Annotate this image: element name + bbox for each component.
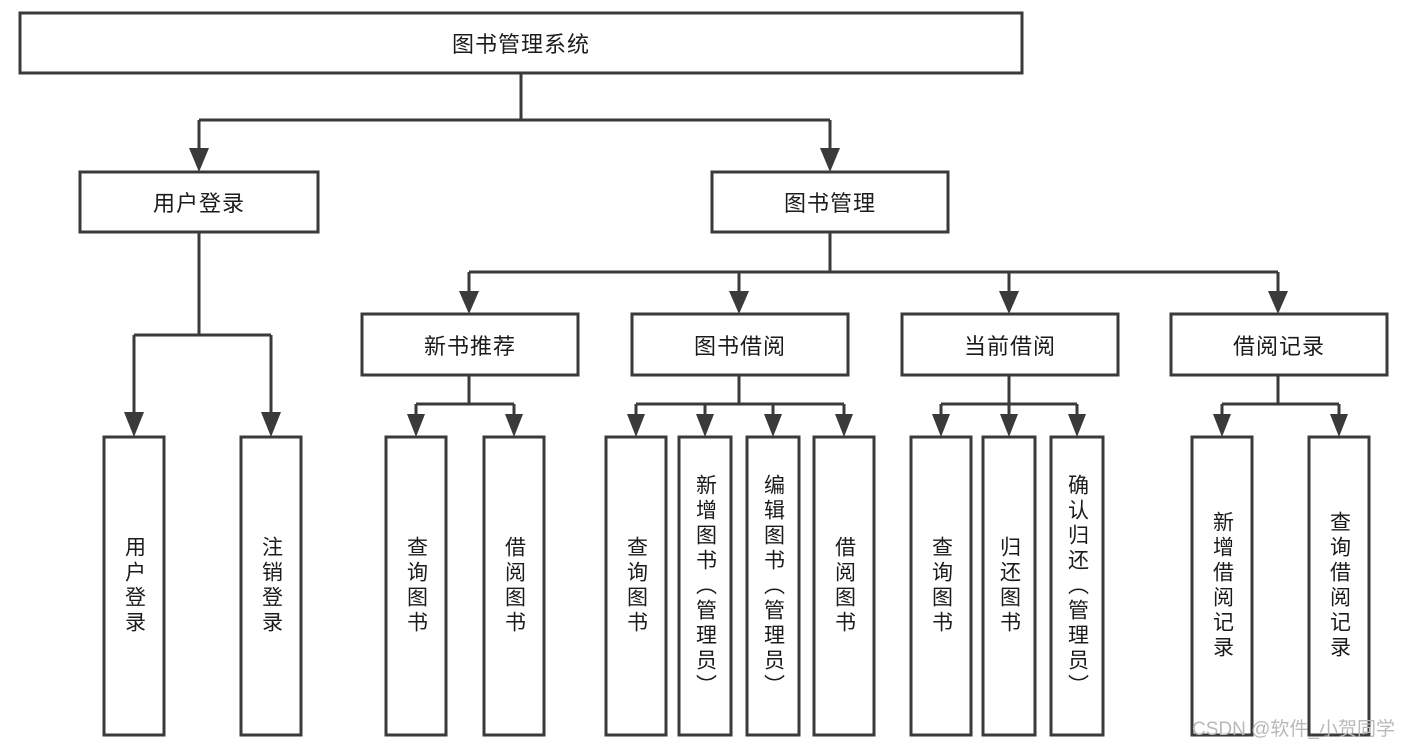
node-box-borrow-record[interactable] (1169, 312, 1389, 377)
arrow-to-leaf-borrow-book-1 (505, 414, 523, 437)
node-box-book-management[interactable] (710, 170, 950, 234)
node-box-leaf-query-record[interactable] (1307, 435, 1371, 737)
node-box-leaf-borrow-book-2[interactable] (812, 435, 876, 737)
node-box-leaf-query-book-3[interactable] (909, 435, 973, 737)
node-box-leaf-borrow-book-1[interactable] (482, 435, 546, 737)
node-box-leaf-return-book[interactable] (981, 435, 1037, 737)
arrow-to-leaf-add-record (1213, 414, 1231, 437)
arrow-to-book-management (820, 148, 840, 172)
node-box-book-borrow[interactable] (630, 312, 850, 377)
arrow-to-book-borrow (729, 291, 749, 314)
node-box-leaf-query-book-2[interactable] (604, 435, 668, 737)
node-box-leaf-edit-book[interactable] (745, 435, 801, 737)
node-box-current-borrow[interactable] (900, 312, 1120, 377)
arrowheads-group (124, 148, 1348, 437)
node-box-leaf-confirm-return[interactable] (1049, 435, 1105, 737)
arrow-to-leaf-logout-login (261, 412, 281, 437)
node-box-user-login[interactable] (78, 170, 320, 234)
arrow-to-leaf-query-record (1330, 414, 1348, 437)
arrow-to-leaf-query-book-3 (932, 414, 950, 437)
arrow-to-leaf-edit-book (764, 414, 782, 437)
arrow-to-leaf-add-book (696, 414, 714, 437)
node-box-leaf-query-book-1[interactable] (384, 435, 448, 737)
arrow-to-leaf-confirm-return (1068, 414, 1086, 437)
arrow-to-borrow-record (1268, 291, 1288, 314)
arrow-to-leaf-query-book-2 (627, 414, 645, 437)
arrow-to-leaf-user-login (124, 412, 144, 437)
arrow-to-leaf-return-book (1000, 414, 1018, 437)
node-box-leaf-logout-login[interactable] (239, 435, 303, 737)
node-box-leaf-user-login[interactable] (102, 435, 166, 737)
arrow-to-leaf-borrow-book-2 (835, 414, 853, 437)
arrow-to-leaf-query-book-1 (407, 414, 425, 437)
node-box-new-book-recommend[interactable] (360, 312, 580, 377)
node-box-leaf-add-record[interactable] (1190, 435, 1254, 737)
node-box-title[interactable] (18, 11, 1024, 75)
node-box-leaf-add-book[interactable] (677, 435, 733, 737)
arrow-to-new-book-recommend (459, 291, 479, 314)
arrow-to-user-login (189, 148, 209, 172)
arrow-to-current-borrow (999, 291, 1019, 314)
nodes-group (18, 11, 1389, 737)
